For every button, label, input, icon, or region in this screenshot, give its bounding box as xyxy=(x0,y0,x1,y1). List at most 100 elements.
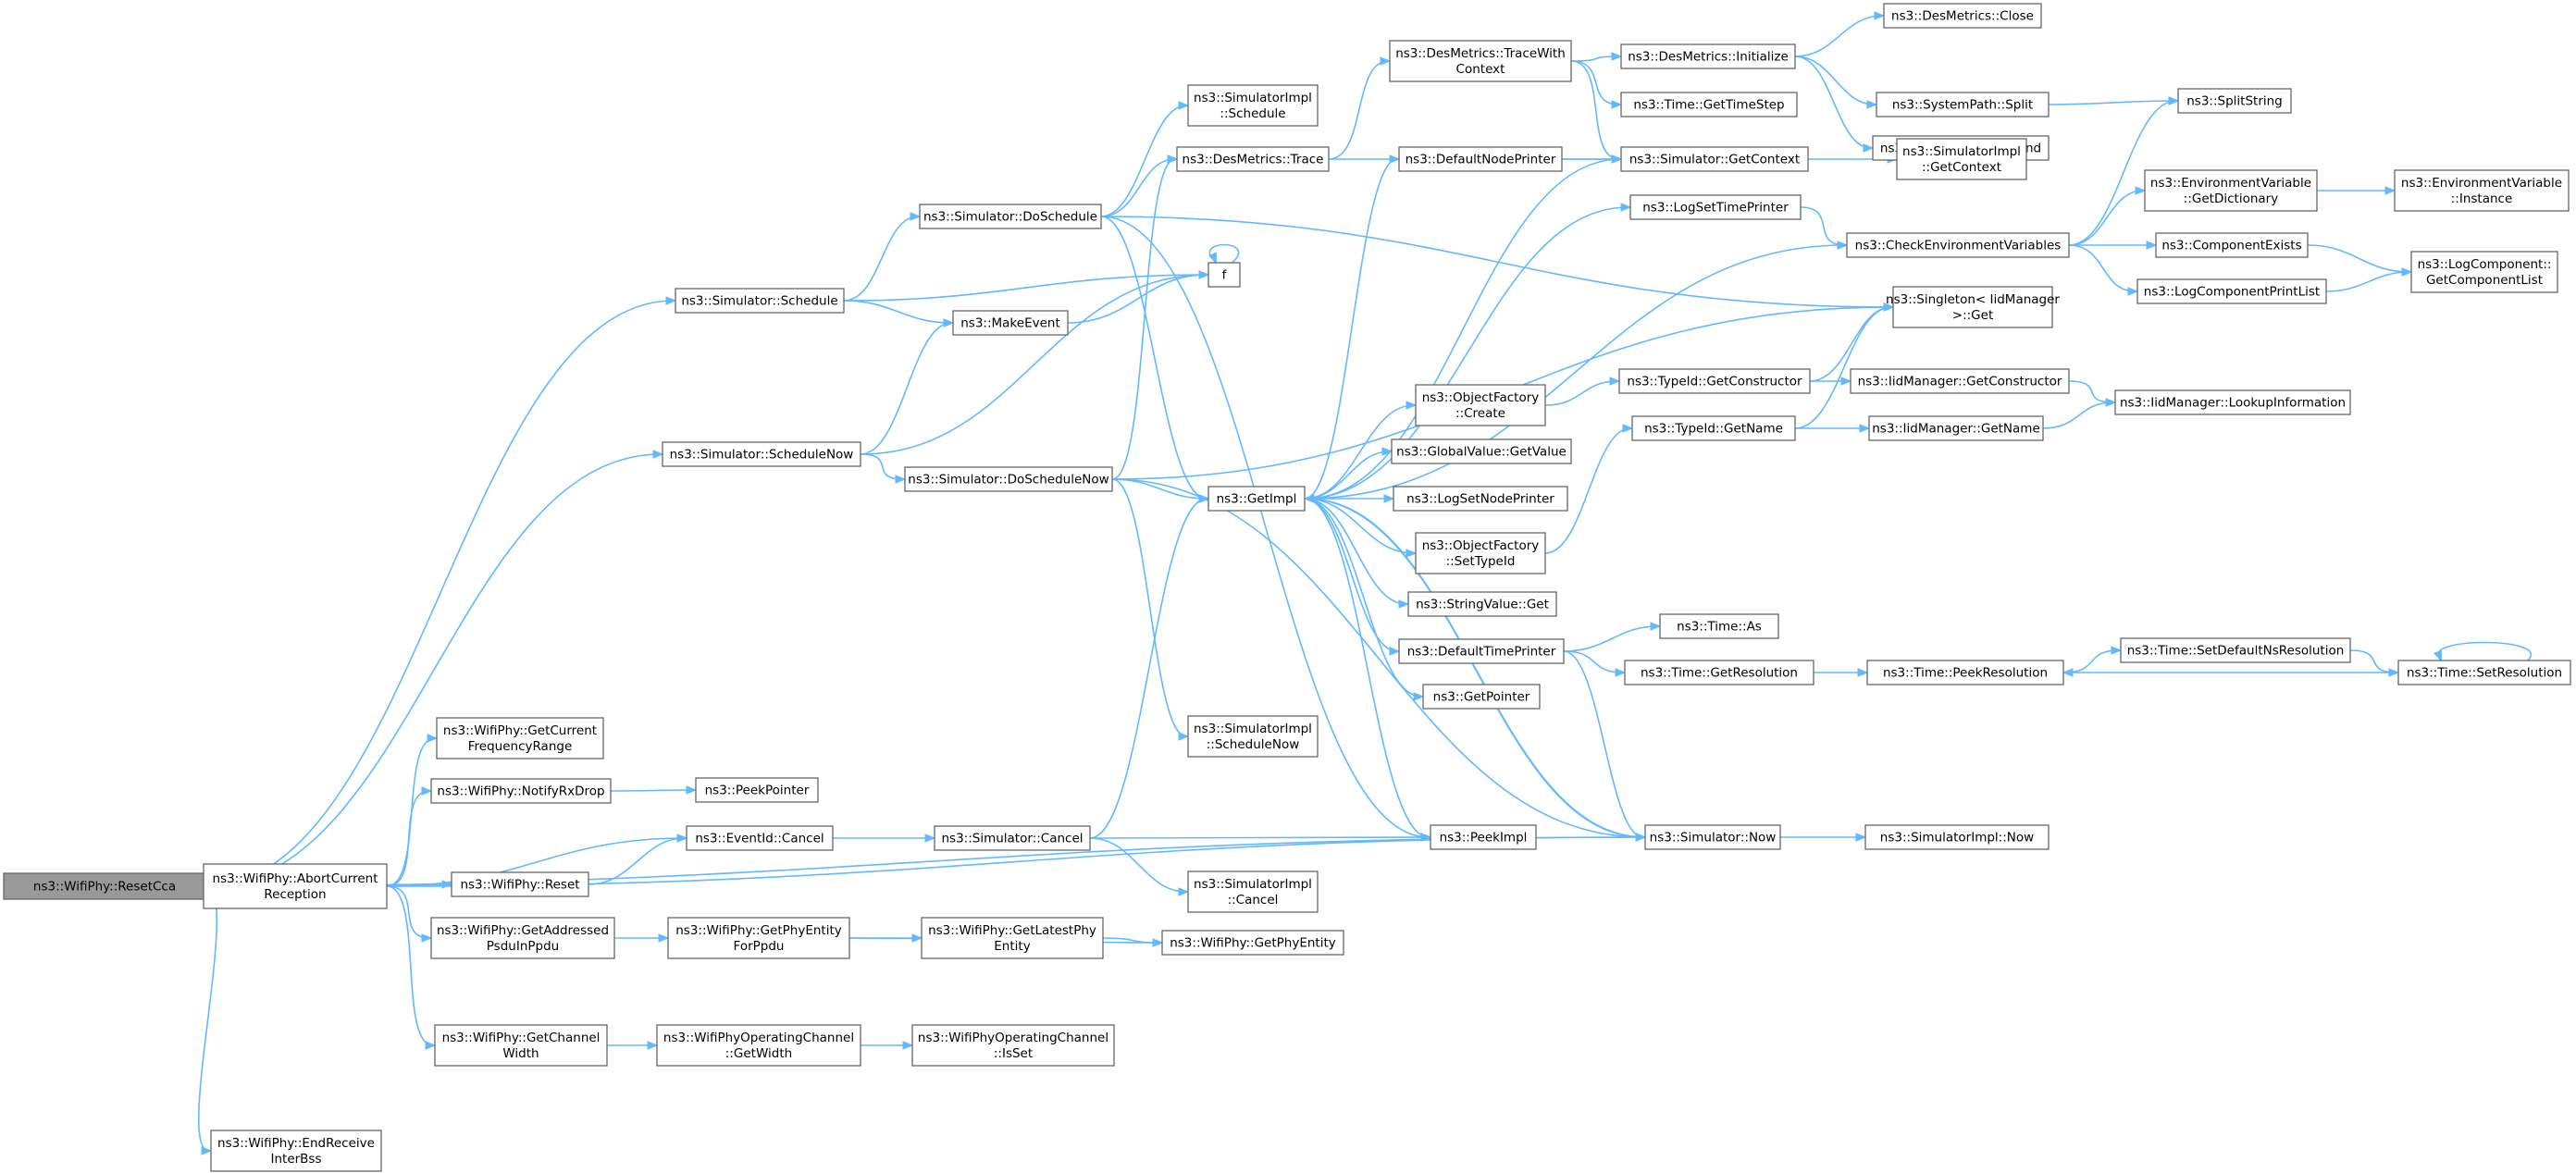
node-box-opchangetwidth[interactable] xyxy=(656,1024,861,1067)
node-box-singletonget[interactable] xyxy=(1892,286,2053,328)
node-box-schedulenow[interactable] xyxy=(662,441,861,467)
node-resetcca[interactable]: ns3::WifiPhy::ResetCca xyxy=(3,872,206,900)
node-eventcancel[interactable]: ns3::EventId::Cancel xyxy=(686,825,834,851)
node-timegetres[interactable]: ns3::Time::GetResolution xyxy=(1624,660,1814,685)
node-iidlookup[interactable]: ns3::IidManager::LookupInformation xyxy=(2114,389,2351,415)
node-box-simnow[interactable] xyxy=(1644,824,1781,850)
node-peekimpl[interactable]: ns3::PeekImpl xyxy=(1430,824,1537,850)
node-box-logcompprintlist[interactable] xyxy=(2136,278,2327,304)
node-box-defaultnodeprinter[interactable] xyxy=(1398,146,1563,172)
node-box-iidgetname[interactable] xyxy=(1868,415,2044,441)
node-envinstance[interactable]: ns3::EnvironmentVariable::Instance xyxy=(2394,169,2570,212)
node-getphyentity[interactable]: ns3::WifiPhy::GetPhyEntity xyxy=(1161,930,1344,956)
node-box-timegetstep[interactable] xyxy=(1620,92,1798,117)
node-singletonget[interactable]: ns3::Singleton< IidManager >::Get xyxy=(1886,286,2060,328)
node-objfactcreate[interactable]: ns3::ObjectFactory::Create xyxy=(1415,384,1546,426)
node-box-timegetres[interactable] xyxy=(1624,660,1814,685)
node-doschedulenow[interactable]: ns3::Simulator::DoScheduleNow xyxy=(904,466,1113,492)
node-typeidgetname[interactable]: ns3::TypeId::GetName xyxy=(1631,415,1796,441)
node-logcompprintlist[interactable]: ns3::LogComponentPrintList xyxy=(2136,278,2327,304)
node-box-wifireset[interactable] xyxy=(451,871,589,897)
node-box-simimplschedule[interactable] xyxy=(1187,84,1319,127)
node-box-getpointer[interactable] xyxy=(1422,684,1541,710)
node-syspathsplit[interactable]: ns3::SystemPath::Split xyxy=(1876,92,2050,117)
node-defaulttimeprinter[interactable]: ns3::DefaultTimePrinter xyxy=(1398,638,1565,664)
node-box-peekimpl[interactable] xyxy=(1430,824,1537,850)
node-simimplschedule[interactable]: ns3::SimulatorImpl::Schedule xyxy=(1187,84,1319,127)
node-box-simimplcancel[interactable] xyxy=(1187,870,1319,913)
node-box-setdefaultnsres[interactable] xyxy=(2120,637,2351,663)
node-makeevent[interactable]: ns3::MakeEvent xyxy=(952,310,1069,336)
node-box-desmetricstrace[interactable] xyxy=(1176,146,1330,172)
node-desmetricstrace[interactable]: ns3::DesMetrics::Trace xyxy=(1176,146,1330,172)
node-box-opchanisset[interactable] xyxy=(911,1024,1115,1067)
node-box-getimpl[interactable] xyxy=(1208,486,1306,512)
node-box-simgetcontext[interactable] xyxy=(1620,146,1809,172)
node-logsettimeprinter[interactable]: ns3::LogSetTimePrinter xyxy=(1629,194,1802,220)
node-box-logsettimeprinter[interactable] xyxy=(1629,194,1802,220)
node-desclose[interactable]: ns3::DesMetrics::Close xyxy=(1883,3,2042,29)
node-wifireset[interactable]: ns3::WifiPhy::Reset xyxy=(451,871,589,897)
node-timeas[interactable]: ns3::Time::As xyxy=(1659,613,1779,639)
node-box-doschedule[interactable] xyxy=(919,204,1102,229)
node-schedulenow[interactable]: ns3::Simulator::ScheduleNow xyxy=(662,441,861,467)
node-schedule[interactable]: ns3::Simulator::Schedule xyxy=(675,288,845,314)
node-box-stringvalueget[interactable] xyxy=(1407,591,1557,617)
node-box-splitstring[interactable] xyxy=(2177,88,2292,114)
node-simnow[interactable]: ns3::Simulator::Now xyxy=(1644,824,1781,850)
node-peekres[interactable]: ns3::Time::PeekResolution xyxy=(1866,660,2064,685)
node-box-eventcancel[interactable] xyxy=(686,825,834,851)
node-box-abortrx[interactable] xyxy=(203,863,388,909)
node-notifyrxdrop[interactable]: ns3::WifiPhy::NotifyRxDrop xyxy=(430,778,612,804)
node-box-getaddrpsdu[interactable] xyxy=(430,917,615,959)
node-simimplgetcontext[interactable]: ns3::SimulatorImpl::GetContext xyxy=(1896,138,2027,180)
node-timegetstep[interactable]: ns3::Time::GetTimeStep xyxy=(1620,92,1798,117)
node-box-objfactsettypeid[interactable] xyxy=(1415,532,1546,574)
node-box-defaulttimeprinter[interactable] xyxy=(1398,638,1565,664)
node-box-schedule[interactable] xyxy=(675,288,845,314)
node-box-endrxinterbss[interactable] xyxy=(210,1130,382,1172)
node-simgetcontext[interactable]: ns3::Simulator::GetContext xyxy=(1620,146,1809,172)
node-simimplschedulenow[interactable]: ns3::SimulatorImpl::ScheduleNow xyxy=(1187,715,1319,758)
node-simimplnow[interactable]: ns3::SimulatorImpl::Now xyxy=(1864,824,2050,850)
node-desinit[interactable]: ns3::DesMetrics::Initialize xyxy=(1620,43,1796,69)
node-box-envgetdict[interactable] xyxy=(2144,169,2318,212)
node-box-tracewithcontext[interactable] xyxy=(1389,40,1572,82)
node-box-timeas[interactable] xyxy=(1659,613,1779,639)
node-box-makeevent[interactable] xyxy=(952,310,1069,336)
node-stringvalueget[interactable]: ns3::StringValue::Get xyxy=(1407,591,1557,617)
node-box-peekpointer[interactable] xyxy=(695,777,819,803)
node-doschedule[interactable]: ns3::Simulator::DoSchedule xyxy=(919,204,1102,229)
node-box-logsetnodeprinter[interactable] xyxy=(1393,486,1568,512)
node-box-syspathsplit[interactable] xyxy=(1876,92,2050,117)
node-simcancel[interactable]: ns3::Simulator::Cancel xyxy=(934,825,1091,851)
node-getimpl[interactable]: ns3::GetImpl xyxy=(1208,486,1306,512)
node-logcompgetlist[interactable]: ns3::LogComponent::GetComponentList xyxy=(2410,251,2558,293)
node-envgetdict[interactable]: ns3::EnvironmentVariable::GetDictionary xyxy=(2144,169,2318,212)
node-box-iidgetctor[interactable] xyxy=(1850,368,2070,394)
node-defaultnodeprinter[interactable]: ns3::DefaultNodePrinter xyxy=(1398,146,1563,172)
node-box-doschedulenow[interactable] xyxy=(904,466,1113,492)
node-box-iidlookup[interactable] xyxy=(2114,389,2351,415)
node-getpointer[interactable]: ns3::GetPointer xyxy=(1422,684,1541,710)
node-setres[interactable]: ns3::Time::SetResolution xyxy=(2397,660,2571,685)
node-box-typeidgetname[interactable] xyxy=(1631,415,1796,441)
node-box-getcurfreq[interactable] xyxy=(436,717,604,759)
node-box-getphyentity[interactable] xyxy=(1161,930,1344,956)
node-compexists[interactable]: ns3::ComponentExists xyxy=(2155,232,2309,258)
node-box-desclose[interactable] xyxy=(1883,3,2042,29)
node-box-getphyentityforppdu[interactable] xyxy=(667,917,850,959)
node-box-compexists[interactable] xyxy=(2155,232,2309,258)
node-box-objfactcreate[interactable] xyxy=(1415,384,1546,426)
node-box-getlatestphyentity[interactable] xyxy=(921,917,1104,959)
node-iidgetname[interactable]: ns3::IidManager::GetName xyxy=(1868,415,2044,441)
node-box-simcancel[interactable] xyxy=(934,825,1091,851)
node-box-f[interactable] xyxy=(1208,262,1241,288)
